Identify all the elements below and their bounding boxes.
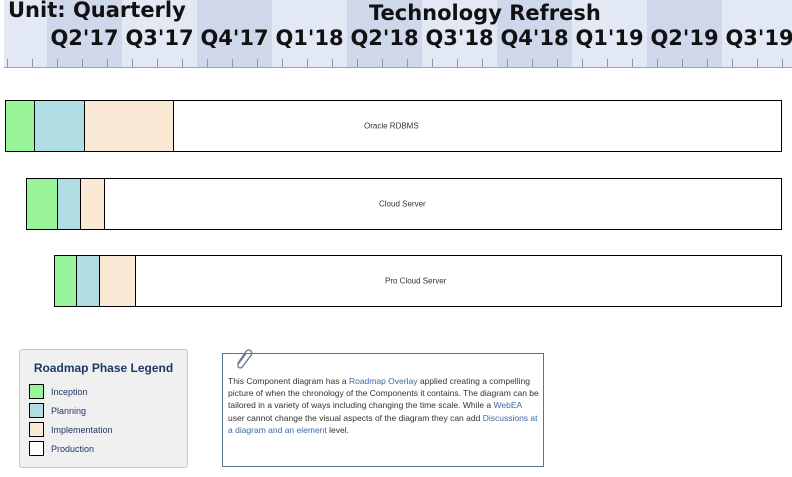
timeline-period-label: Q3'19 xyxy=(725,26,792,50)
timeline-header: Q2'17 Q3'17 Q4'17 Q1'18 Q2'18 Q3'18 Q4'1… xyxy=(4,0,792,68)
timeline-tick xyxy=(257,59,258,67)
timeline-tick xyxy=(107,59,108,67)
timeline-tick xyxy=(407,59,408,67)
timeline-band xyxy=(497,0,572,68)
timeline-band xyxy=(272,0,347,68)
timeline-tick xyxy=(682,59,683,67)
timeline-tick xyxy=(82,59,83,67)
timeline-tick xyxy=(757,59,758,67)
timeline-tick xyxy=(382,59,383,67)
timeline-tick xyxy=(7,59,8,67)
note-text-part: user cannot change the visual aspects of… xyxy=(228,412,483,423)
timeline-tick xyxy=(32,59,33,67)
legend-swatch xyxy=(29,441,44,456)
phase-planning xyxy=(35,101,85,151)
timeline-period-label: Q2'18 xyxy=(350,26,419,50)
legend-swatch xyxy=(29,403,44,418)
timeline-tick xyxy=(657,59,658,67)
timeline-axis xyxy=(4,67,792,68)
timeline-tick xyxy=(357,59,358,67)
element-name: Oracle RDBMS xyxy=(364,121,419,131)
timeline-band xyxy=(572,0,647,68)
roadmap-title: Technology Refresh xyxy=(369,1,601,25)
timeline-tick xyxy=(307,59,308,67)
timeline-tick xyxy=(557,59,558,67)
legend-label: Inception xyxy=(51,387,88,397)
timeline-tick xyxy=(532,59,533,67)
timeline-tick xyxy=(632,59,633,67)
element-bar-pro-cloud-server[interactable]: Pro Cloud Server xyxy=(54,255,782,307)
timeline-period-label: Q1'18 xyxy=(275,26,344,50)
timeline-tick xyxy=(332,59,333,67)
timeline-tick xyxy=(482,59,483,67)
timeline-period-label: Q3'18 xyxy=(425,26,494,50)
timeline-period-label: Q4'17 xyxy=(200,26,269,50)
phase-inception xyxy=(6,101,35,151)
roadmap-phase-legend[interactable]: Roadmap Phase Legend Inception Planning … xyxy=(19,349,188,468)
timeline-tick xyxy=(582,59,583,67)
timeline-band xyxy=(647,0,722,68)
timeline-tick xyxy=(182,59,183,67)
note-text-part: level. xyxy=(326,424,349,435)
timeline-tick xyxy=(457,59,458,67)
legend-label: Planning xyxy=(51,406,87,416)
timeline-band xyxy=(197,0,272,68)
legend-title: Roadmap Phase Legend xyxy=(33,361,174,375)
timeline-band xyxy=(4,0,47,68)
timeline-tick xyxy=(607,59,608,67)
phase-implementation xyxy=(85,101,174,151)
timeline-tick xyxy=(157,59,158,67)
timeline-band xyxy=(422,0,497,68)
note-text-part: This Component diagram has a xyxy=(228,376,349,386)
timeline-band xyxy=(347,0,422,68)
phase-implementation xyxy=(81,179,105,229)
discussions-link[interactable]: Discussions at a diagram and an element xyxy=(228,412,538,435)
webea-link[interactable]: WebEA xyxy=(493,400,522,411)
timeline-tick xyxy=(782,59,783,67)
legend-label: Implementation xyxy=(51,425,113,435)
diagram-note[interactable]: This Component diagram has a Roadmap Ove… xyxy=(222,349,544,467)
timeline-band xyxy=(122,0,197,68)
timeline-tick xyxy=(707,59,708,67)
legend-swatch xyxy=(29,384,44,399)
legend-label: Production xyxy=(51,444,95,454)
timeline-tick xyxy=(507,59,508,67)
roadmap-overlay-link[interactable]: Roadmap Overlay xyxy=(348,376,418,386)
timeline-tick xyxy=(132,59,133,67)
timeline-tick xyxy=(57,59,58,67)
timeline-band xyxy=(47,0,122,68)
timeline-tick xyxy=(282,59,283,67)
timeline-unit-label: Unit: Quarterly xyxy=(8,0,186,22)
paperclip-icon xyxy=(237,349,253,369)
timeline-period-label: Q3'17 xyxy=(125,26,194,50)
timeline-period-label: Q1'19 xyxy=(575,26,644,50)
legend-swatch xyxy=(29,422,44,437)
element-name: Pro Cloud Server xyxy=(385,276,447,286)
phase-implementation xyxy=(100,256,136,306)
element-bar-oracle-rdbms[interactable]: Oracle RDBMS xyxy=(5,100,782,152)
timeline-period-label: Q4'18 xyxy=(500,26,569,50)
phase-inception xyxy=(27,179,58,229)
timeline-tick xyxy=(732,59,733,67)
timeline-period-label: Q2'19 xyxy=(650,26,719,50)
phase-inception xyxy=(55,256,77,306)
note-text: This Component diagram has a Roadmap Ove… xyxy=(228,375,540,436)
phase-planning xyxy=(77,256,100,306)
note-text-part: applied creating a compelling picture of… xyxy=(228,376,539,411)
timeline-tick xyxy=(207,59,208,67)
timeline-band xyxy=(722,0,792,68)
timeline-period-label: Q2'17 xyxy=(50,26,119,50)
timeline-tick xyxy=(432,59,433,67)
element-bar-cloud-server[interactable]: Cloud Server xyxy=(26,178,782,230)
phase-planning xyxy=(58,179,81,229)
timeline-tick xyxy=(232,59,233,67)
element-name: Cloud Server xyxy=(379,199,426,209)
